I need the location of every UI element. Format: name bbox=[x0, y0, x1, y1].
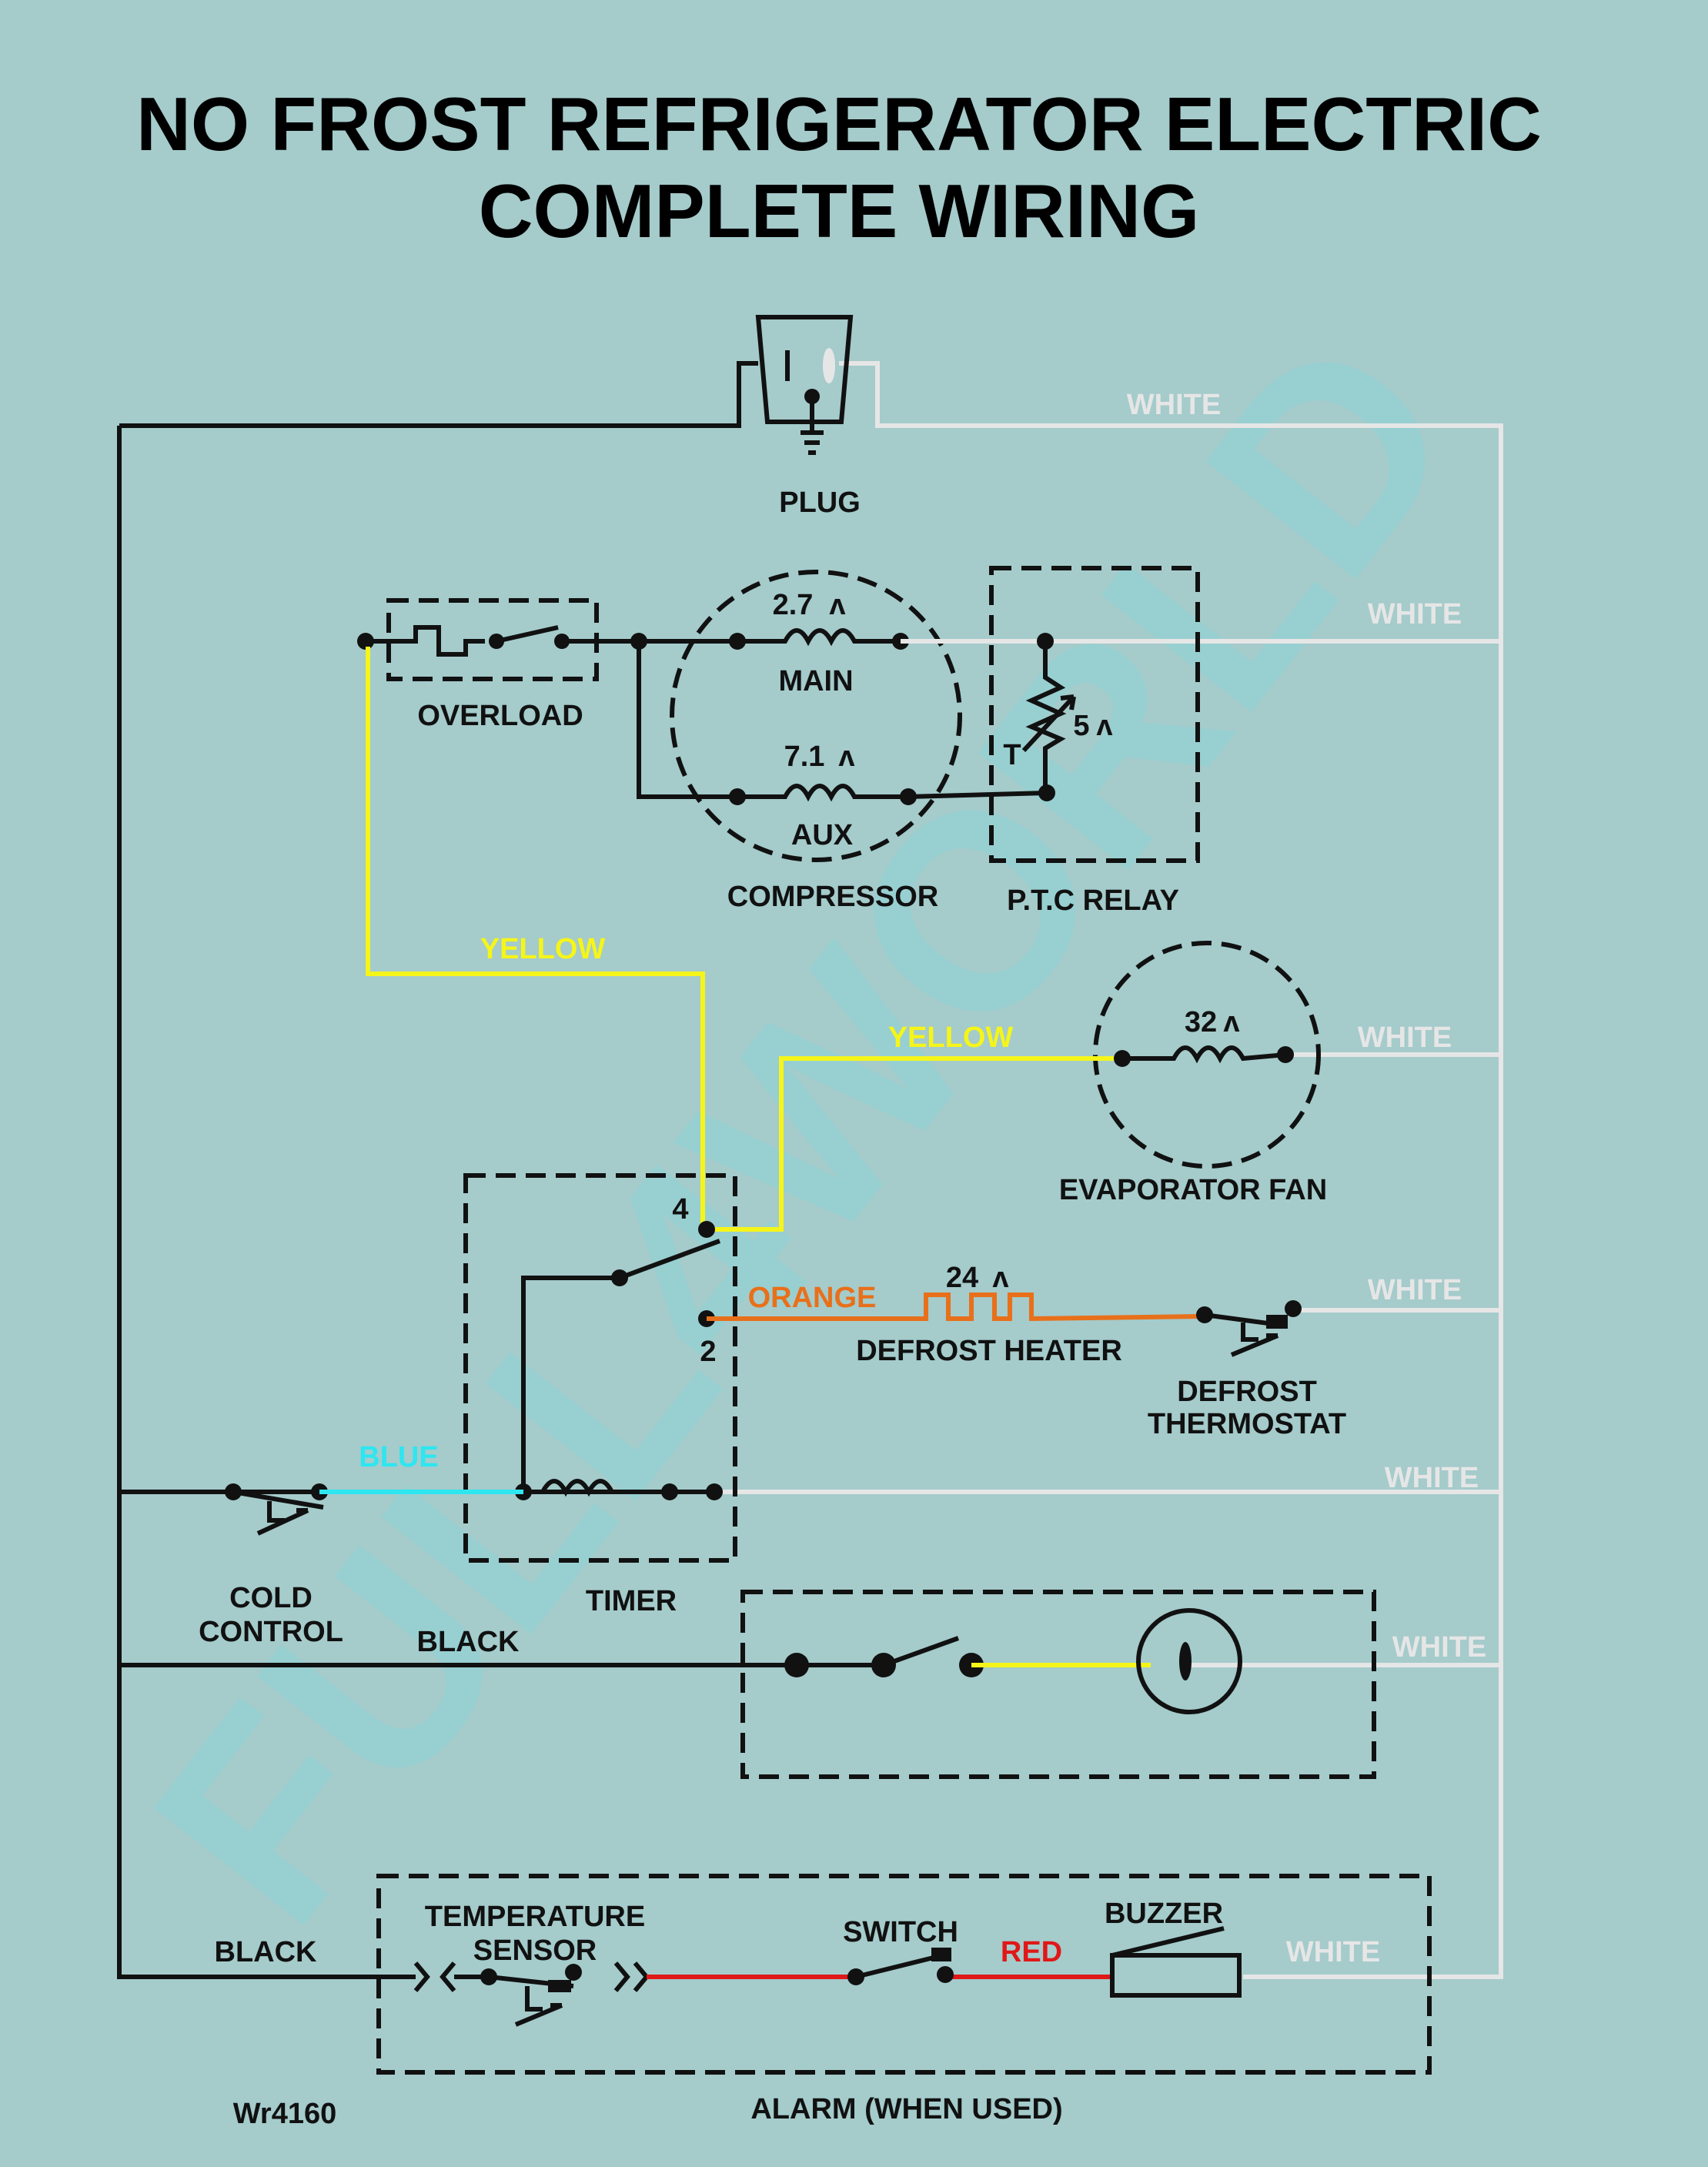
black-label-light: BLACK bbox=[417, 1626, 520, 1658]
yellow-wire-overload bbox=[366, 647, 705, 1229]
defrost-heater-label: DEFROST HEATER bbox=[856, 1335, 1122, 1367]
temp-sensor-label-2: SENSOR bbox=[473, 1935, 597, 1967]
overload-label: OVERLOAD bbox=[417, 700, 583, 732]
aux-label: AUX bbox=[791, 819, 854, 851]
heater-resistance: 24 bbox=[946, 1262, 978, 1294]
timer-terminal-2: 2 bbox=[700, 1336, 716, 1368]
yellow-label-overload: YELLOW bbox=[480, 933, 606, 965]
ohm-symbol-main: ʌ bbox=[829, 589, 845, 621]
alarm-label: ALARM (WHEN USED) bbox=[750, 2093, 1062, 2125]
temperature-sensor-icon bbox=[413, 1961, 650, 2027]
defrost-thermostat-label-1: DEFROST bbox=[1177, 1376, 1317, 1408]
timer-label: TIMER bbox=[586, 1585, 677, 1617]
ohm-symbol-heater: ʌ bbox=[992, 1262, 1008, 1294]
main-label: MAIN bbox=[778, 665, 853, 697]
plug-label: PLUG bbox=[779, 487, 861, 519]
aux-resistance: 7.1 bbox=[784, 741, 825, 773]
ptc-relay-icon bbox=[901, 633, 1076, 801]
ptc-resistance: 5 bbox=[1073, 710, 1089, 742]
white-label-timer: WHITE bbox=[1385, 1462, 1479, 1494]
plug-icon bbox=[755, 315, 854, 455]
ptc-relay-label: P.T.C RELAY bbox=[1007, 885, 1179, 917]
orange-wire bbox=[707, 1293, 1200, 1322]
timer-terminal-4: 4 bbox=[672, 1193, 688, 1226]
buzzer-icon bbox=[1110, 1926, 1242, 1998]
title-line-1: NO FROST REFRIGERATOR ELECTRIC bbox=[136, 82, 1542, 166]
blue-label: BLUE bbox=[359, 1441, 438, 1473]
ohm-symbol-fan: ʌ bbox=[1223, 1006, 1239, 1038]
title-line-2: COMPLETE WIRING bbox=[479, 169, 1199, 253]
door-switch-icon bbox=[784, 1636, 984, 1677]
yellow-wire-fan bbox=[707, 1056, 1122, 1232]
overload-icon bbox=[357, 625, 739, 657]
white-label-light: WHITE bbox=[1392, 1631, 1486, 1664]
evaporator-fan-label: EVAPORATOR FAN bbox=[1059, 1174, 1327, 1206]
compressor-label: COMPRESSOR bbox=[727, 881, 938, 913]
ptc-terminal-t: T bbox=[1003, 739, 1021, 771]
white-label-alarm: WHITE bbox=[1286, 1936, 1380, 1968]
light-bulb-icon bbox=[1136, 1608, 1242, 1714]
watermark: FULL4WORLD bbox=[95, 282, 1514, 1976]
alarm-box bbox=[376, 1874, 1432, 2075]
cold-control-icon bbox=[225, 1483, 328, 1536]
model-number: Wr4160 bbox=[233, 2098, 337, 2130]
timer-internals bbox=[515, 1221, 723, 1500]
evaporator-fan-coil bbox=[1114, 1045, 1294, 1067]
yellow-label-fan: YELLOW bbox=[888, 1022, 1014, 1054]
compressor-wiring bbox=[630, 628, 1048, 805]
alarm-switch-icon bbox=[847, 1948, 954, 1985]
ohm-symbol-ptc: ʌ bbox=[1096, 710, 1112, 742]
white-label-fan: WHITE bbox=[1358, 1022, 1452, 1054]
timer-box bbox=[463, 1173, 737, 1563]
white-label-thermostat: WHITE bbox=[1368, 1274, 1462, 1306]
ohm-symbol-aux: ʌ bbox=[838, 741, 854, 773]
buzzer-label: BUZZER bbox=[1105, 1898, 1223, 1930]
red-label: RED bbox=[1001, 1936, 1062, 1968]
main-resistance: 2.7 bbox=[773, 589, 814, 621]
light-circuit-box bbox=[740, 1590, 1376, 1779]
cold-control-label-1: COLD bbox=[229, 1582, 313, 1614]
switch-label: SWITCH bbox=[843, 1916, 958, 1948]
ptc-relay-box bbox=[989, 566, 1200, 863]
compressor-housing bbox=[670, 570, 962, 862]
black-label-alarm: BLACK bbox=[215, 1936, 318, 1968]
defrost-thermostat-label-2: THERMOSTAT bbox=[1148, 1408, 1346, 1440]
defrost-thermostat-icon bbox=[1196, 1300, 1302, 1357]
cold-control-label-2: CONTROL bbox=[199, 1616, 343, 1648]
temp-sensor-label-1: TEMPERATURE bbox=[425, 1901, 645, 1933]
evaporator-fan-housing bbox=[1093, 941, 1321, 1169]
orange-label: ORANGE bbox=[748, 1282, 877, 1314]
white-label-compressor: WHITE bbox=[1368, 598, 1462, 630]
fan-resistance: 32 bbox=[1185, 1006, 1217, 1038]
white-label-plug: WHITE bbox=[1127, 389, 1221, 421]
